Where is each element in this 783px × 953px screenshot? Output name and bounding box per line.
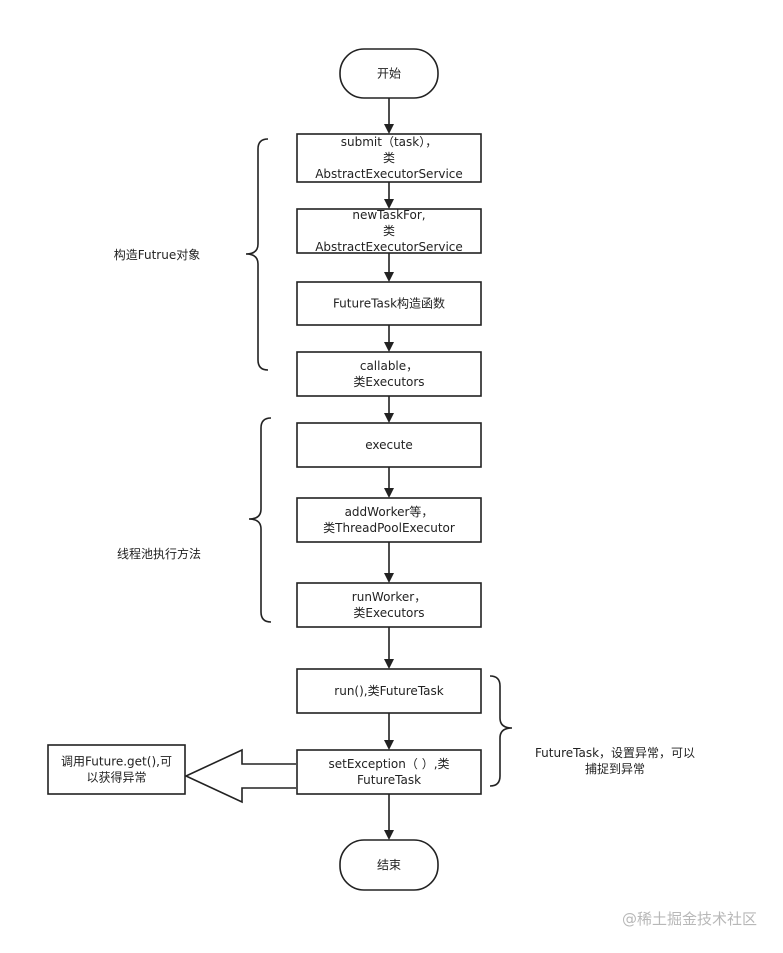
node-newtaskfor-label-line: AbstractExecutorService (315, 240, 463, 254)
hollow-left-arrow (184, 748, 296, 804)
node-futuretask-constructor-label: FutureTask构造函数 (333, 295, 445, 310)
node-submit-label-line: submit（task）， (341, 135, 437, 149)
node-future-get-label-line: 以获得异常 (86, 769, 146, 784)
node-start-label: 开始 (377, 66, 401, 80)
node-run-label: run(),类FutureTask (334, 684, 443, 698)
node-newtaskfor-label-line: 类 (383, 224, 395, 238)
node-execute[interactable]: execute (296, 422, 482, 468)
node-start-label-line: 开始 (377, 66, 401, 80)
node-callable-label-line: 类Executors (353, 375, 424, 389)
node-setexception-label-line: FutureTask (357, 773, 421, 787)
brace-futuretask (489, 675, 513, 787)
group-label-futuretask-line: 捕捉到异常 (585, 761, 645, 776)
node-addworker-label: addWorker等， 类ThreadPoolExecutor (323, 505, 455, 535)
node-setexception-label: setException（ ）,类 FutureTask (328, 757, 449, 787)
node-submit-label-line: 类 (383, 151, 395, 165)
group-label-construct: 构造Futrue对象 (114, 247, 200, 262)
node-end[interactable]: 结束 (339, 839, 439, 891)
node-newtaskfor-label: newTaskFor, 类 AbstractExecutorService (315, 208, 463, 254)
node-end-label-line: 结束 (377, 858, 401, 872)
node-execute-label: execute (365, 438, 413, 452)
node-callable[interactable]: callable， 类Executors (296, 351, 482, 397)
brace-pool (248, 417, 272, 623)
node-start[interactable]: 开始 (339, 48, 439, 99)
node-addworker[interactable]: addWorker等， 类ThreadPoolExecutor (296, 497, 482, 543)
node-execute-label-line: execute (365, 438, 413, 452)
node-submit[interactable]: submit（task）， 类 AbstractExecutorService (296, 133, 482, 183)
group-label-pool-line: 线程池执行方法 (117, 546, 201, 561)
node-future-get[interactable]: 调用Future.get(),可以获得异常 (47, 744, 186, 795)
node-future-get-label-line: 调用Future.get(),可 (61, 754, 172, 768)
group-label-pool: 线程池执行方法 (117, 546, 201, 561)
node-run-label-line: run(),类FutureTask (334, 684, 443, 698)
node-callable-label: callable， 类Executors (353, 359, 424, 389)
node-addworker-label-line: addWorker等， (345, 505, 434, 519)
node-futuretask-constructor[interactable]: FutureTask构造函数 (296, 281, 482, 326)
node-runworker[interactable]: runWorker， 类Executors (296, 582, 482, 628)
node-setexception[interactable]: setException（ ）,类 FutureTask (296, 749, 482, 795)
node-run[interactable]: run(),类FutureTask (296, 668, 482, 714)
node-runworker-label-line: 类Executors (353, 606, 424, 620)
node-future-get-label: 调用Future.get(),可以获得异常 (61, 754, 172, 784)
node-addworker-label-line: 类ThreadPoolExecutor (323, 521, 455, 535)
node-newtaskfor[interactable]: newTaskFor, 类 AbstractExecutorService (296, 208, 482, 254)
node-callable-label-line: callable， (360, 359, 418, 373)
node-futuretask-constructor-label-line: FutureTask构造函数 (333, 295, 445, 310)
node-newtaskfor-label-line: newTaskFor, (352, 208, 425, 222)
brace-construct (245, 138, 269, 371)
group-label-futuretask-line: FutureTask，设置异常，可以 (535, 746, 695, 760)
group-label-construct-line: 构造Futrue对象 (114, 247, 200, 262)
node-runworker-label: runWorker， 类Executors (352, 590, 426, 620)
node-setexception-label-line: setException（ ）,类 (328, 757, 449, 771)
node-runworker-label-line: runWorker， (352, 590, 426, 604)
node-submit-label-line: AbstractExecutorService (315, 167, 463, 181)
node-submit-label: submit（task）， 类 AbstractExecutorService (315, 135, 463, 181)
watermark-text: @稀土掘金技术社区 (622, 910, 757, 928)
group-label-futuretask: FutureTask，设置异常，可以捕捉到异常 (535, 746, 695, 776)
node-end-label: 结束 (377, 858, 401, 872)
